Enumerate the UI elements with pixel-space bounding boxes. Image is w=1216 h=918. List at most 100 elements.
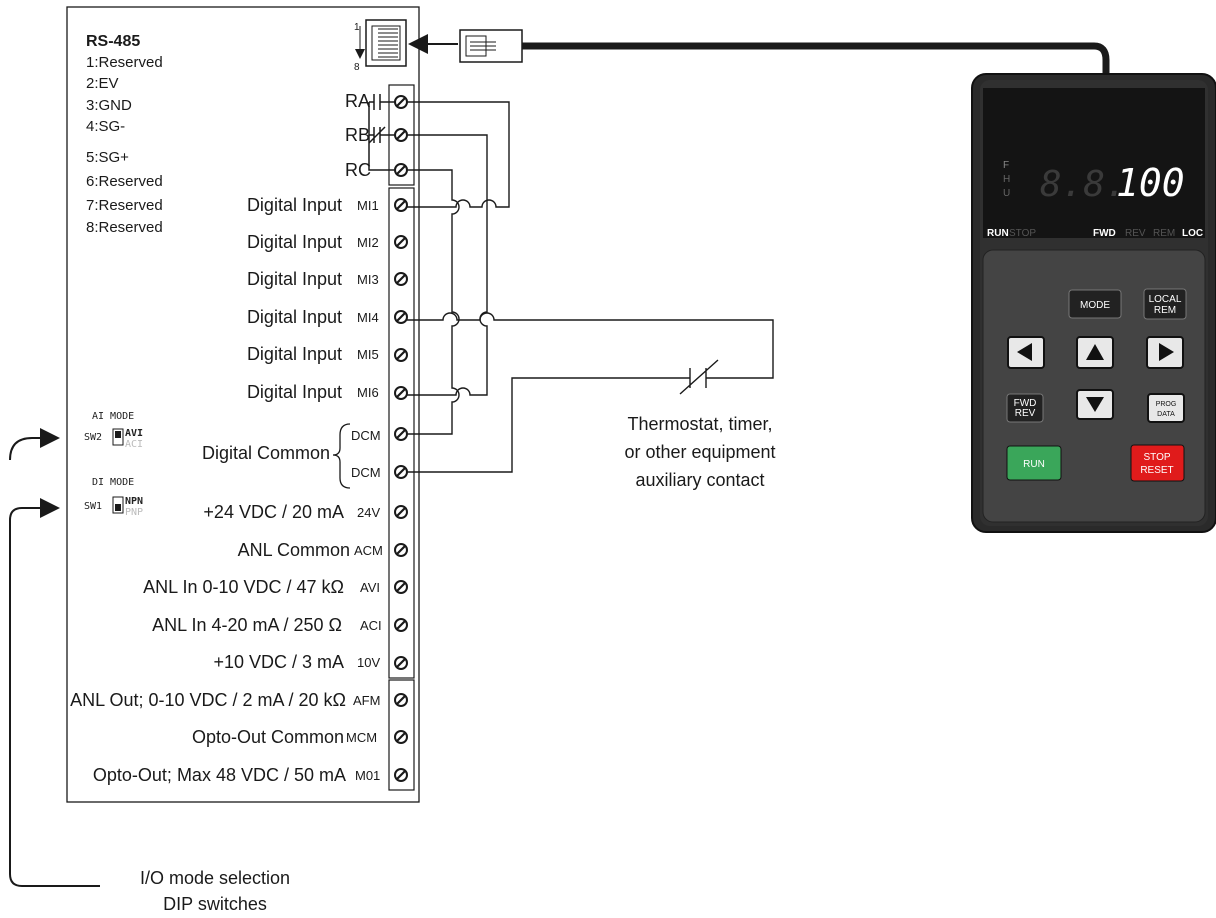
svg-text:PROG: PROG (1156, 401, 1177, 408)
screw-dcm-2 (393, 464, 409, 480)
svg-text:STOP: STOP (1143, 452, 1170, 463)
digital-input-term: MI6 (357, 385, 379, 400)
digital-input-label: Digital Input (247, 232, 342, 252)
display-value: 100 (1116, 161, 1185, 205)
term-ra: RA (345, 91, 370, 111)
screw-dcm-1 (393, 426, 409, 442)
fwd-rev-button[interactable]: FWD REV (1006, 393, 1044, 423)
jack-pin-8: 8 (354, 62, 360, 73)
rs485-pin: 6:Reserved (86, 173, 163, 190)
digital-common-label: Digital Common (202, 443, 330, 463)
rs485-pin: 8:Reserved (86, 219, 163, 236)
dcm-term-2: DCM (351, 465, 381, 480)
sw2-off-label: ACI (125, 439, 143, 450)
analog-in-v-label: ANL In 0-10 VDC / 47 kΩ (143, 577, 344, 597)
rs485-pin: 3:GND (86, 97, 132, 114)
dip-callout-lines (9, 428, 100, 887)
rs485-pin: 4:SG- (86, 118, 125, 135)
thermostat-line2: or other equipment (624, 442, 775, 462)
screw-acm (393, 542, 409, 558)
screw-mi2 (393, 234, 409, 250)
keypad-cable (522, 42, 1110, 80)
display-side-h: H (1003, 174, 1010, 185)
rs485-pin: 1:Reserved (86, 54, 163, 71)
screw-m01 (393, 767, 409, 783)
left-arrow-button[interactable] (1007, 336, 1045, 369)
digital-common-brace (332, 423, 351, 489)
screw-mcm (393, 729, 409, 745)
svg-text:MODE: MODE (1080, 300, 1110, 311)
sw1-on-label: NPN (125, 496, 143, 507)
screw-10v (393, 655, 409, 671)
display-dim-digits: 8.8. (1040, 164, 1127, 205)
analog-common-label: ANL Common (238, 540, 350, 560)
sw2-dip-switch[interactable]: AI MODE SW2 AVI ACI (84, 411, 143, 450)
right-arrow-button[interactable] (1146, 336, 1184, 369)
mode-button[interactable]: MODE (1068, 289, 1122, 319)
keypad-display-panel (983, 88, 1205, 238)
indicator-stop: STOP (1009, 228, 1036, 239)
screw-ra (393, 94, 409, 110)
sw2-on-label: AVI (125, 428, 143, 439)
term-rc: RC (345, 160, 371, 180)
sw1-mode-label: DI MODE (92, 477, 134, 488)
screw-mi3 (393, 271, 409, 287)
power-term: 24V (357, 505, 380, 520)
svg-text:REV: REV (1015, 408, 1036, 419)
run-button[interactable]: RUN (1006, 445, 1062, 481)
analog-common-term: ACM (354, 543, 383, 558)
digital-input-term: MI1 (357, 198, 379, 213)
up-arrow-icon (1086, 344, 1104, 360)
screw-mi4 (393, 309, 409, 325)
sw1-name: SW1 (84, 501, 102, 512)
rs485-pin: 5:SG+ (86, 149, 129, 166)
svg-text:RESET: RESET (1140, 465, 1173, 476)
dcm-term-1: DCM (351, 428, 381, 443)
sw2-name: SW2 (84, 432, 102, 443)
opto-out-term: M01 (355, 768, 380, 783)
screw-24v (393, 504, 409, 520)
digital-input-label: Digital Input (247, 344, 342, 364)
screw-afm (393, 692, 409, 708)
down-arrow-button[interactable] (1076, 389, 1114, 420)
analog-in-v-term: AVI (360, 580, 380, 595)
indicator-rev: REV (1125, 228, 1146, 239)
opto-common-label: Opto-Out Common (192, 727, 344, 747)
right-arrow-icon (1159, 343, 1174, 361)
rj45-jack-icon (355, 19, 407, 67)
indicator-run: RUN (987, 228, 1009, 239)
power-analog-rows: +24 VDC / 20 mA 24V ANL Common ACM ANL I… (143, 502, 383, 672)
sw2-mode-label: AI MODE (92, 411, 134, 422)
opto-out-label: Opto-Out; Max 48 VDC / 50 mA (93, 765, 346, 785)
rs485-title: RS-485 (86, 33, 140, 50)
svg-text:LOCAL: LOCAL (1149, 294, 1182, 305)
sw1-dip-switch[interactable]: DI MODE SW1 NPN PNP (84, 477, 143, 518)
digital-input-term: MI4 (357, 310, 379, 325)
display-side-u: U (1003, 188, 1010, 199)
jack-pin-1: 1 (354, 22, 360, 33)
digital-input-label: Digital Input (247, 195, 342, 215)
analog-out-term: AFM (353, 693, 380, 708)
power-label: +24 VDC / 20 mA (203, 502, 344, 522)
thermostat-line1: Thermostat, timer, (627, 414, 772, 434)
digital-input-term: MI2 (357, 235, 379, 250)
up-arrow-button[interactable] (1076, 336, 1114, 369)
local-rem-button[interactable]: LOCAL REM (1143, 288, 1187, 320)
screw-rb (393, 127, 409, 143)
sw1-off-label: PNP (125, 507, 143, 518)
display-side-f: F (1003, 160, 1009, 171)
screw-mi1 (393, 197, 409, 213)
screw-avi (393, 579, 409, 595)
dip-callout-line1: I/O mode selection (140, 868, 290, 888)
stop-reset-button[interactable]: STOP RESET (1130, 444, 1185, 482)
opto-common-term: MCM (346, 730, 377, 745)
digital-input-term: MI3 (357, 272, 379, 287)
terminal-board (66, 6, 420, 803)
output-rows: ANL Out; 0-10 VDC / 2 mA / 20 kΩ AFM Opt… (70, 690, 380, 785)
prog-data-button[interactable]: PROG DATA (1147, 393, 1185, 423)
rj45-plug-icon (459, 29, 523, 63)
screw-mi6 (393, 385, 409, 401)
digital-input-label: Digital Input (247, 269, 342, 289)
keypad: F H U 8.8. 100 RUN STOP FWD REV REM LOC … (971, 73, 1216, 533)
